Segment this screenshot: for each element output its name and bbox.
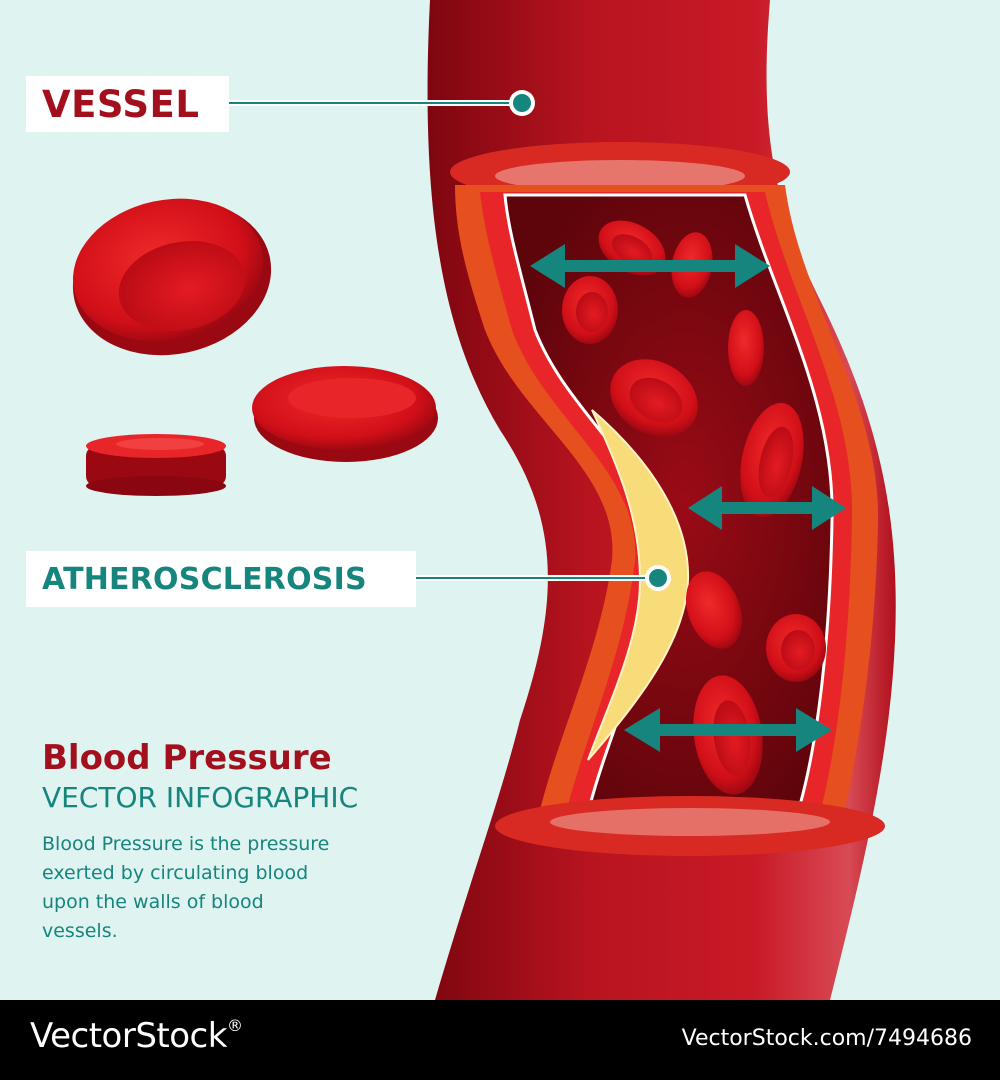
info-body: Blood Pressure is the pressure exerted b… — [42, 833, 330, 942]
red-blood-cell-icon — [72, 198, 272, 356]
vessel-label: VESSEL — [26, 76, 229, 132]
plaque-deposit — [587, 409, 690, 761]
info-block: Blood Pressure VECTOR INFOGRAPHIC Blood … — [42, 736, 422, 946]
footer-brand: VectorStock® — [30, 1016, 243, 1056]
pressure-arrow-icon — [624, 708, 832, 752]
red-blood-cell-icon — [685, 571, 743, 649]
red-blood-cell-icon — [766, 614, 826, 682]
watermark-footer: VectorStock® VectorStock.com/7494686 — [0, 1000, 1000, 1080]
atherosclerosis-label: ATHEROSCLEROSIS — [26, 551, 416, 607]
red-blood-cell-icon — [562, 276, 618, 344]
vessel-illustration — [72, 0, 896, 1000]
atherosclerosis-label-text: ATHEROSCLEROSIS — [42, 561, 367, 597]
red-blood-cell-icon — [740, 402, 804, 518]
atherosclerosis-leader — [416, 565, 671, 591]
pressure-arrow-icon — [688, 486, 846, 530]
footer-brand-mark: ® — [226, 1016, 243, 1035]
vessel-label-text: VESSEL — [42, 82, 200, 126]
red-blood-cell-icon — [610, 359, 698, 437]
footer-brand-text: VectorStock — [30, 1016, 227, 1056]
vessel-leader — [229, 90, 535, 116]
info-title: Blood Pressure — [42, 738, 332, 778]
footer-image-id: VectorStock.com/7494686 — [681, 1026, 972, 1051]
red-blood-cell-icon — [86, 434, 226, 496]
pressure-arrow-icon — [530, 244, 770, 288]
info-subtitle: VECTOR INFOGRAPHIC — [42, 781, 359, 814]
red-blood-cell-icon — [728, 310, 764, 386]
red-blood-cell-icon — [252, 366, 438, 462]
